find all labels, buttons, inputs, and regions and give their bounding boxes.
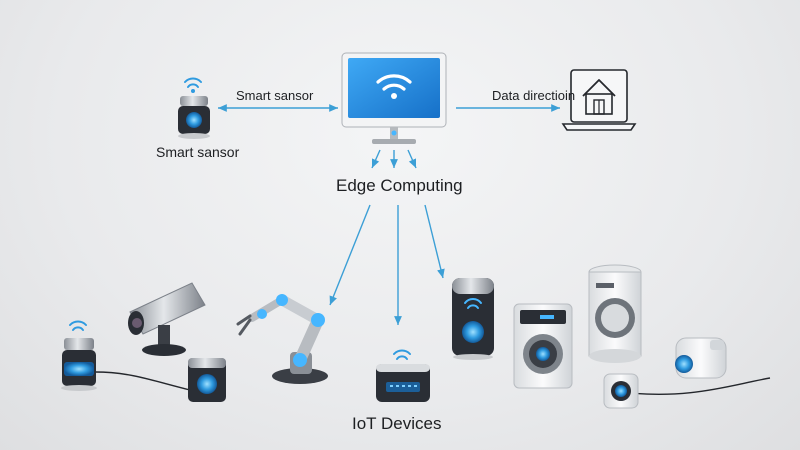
- data-direction-label: Data directioin: [492, 88, 576, 103]
- data-flow-arrows: [218, 104, 560, 325]
- house-laptop-icon: [561, 69, 637, 131]
- wifi-monitor-icon: [341, 52, 447, 144]
- camera-cube-icon: [603, 373, 639, 409]
- sensor-link-label: Smart sansor: [236, 88, 314, 103]
- device-cables: [94, 371, 771, 395]
- smart-sensor-icon: [188, 358, 226, 402]
- security-camera-icon: [128, 282, 206, 356]
- edge-computing-label: Edge Computing: [336, 176, 463, 195]
- smart-sensor-icon: [675, 337, 727, 379]
- iot-devices-label: IoT Devices: [352, 414, 442, 433]
- smart-speaker-icon: [452, 278, 494, 360]
- smart-appliance-icon: [588, 264, 642, 363]
- iot-hub-icon: [376, 349, 430, 402]
- smart-sensor-icon: [61, 320, 97, 391]
- smart-sensor-caption: Smart sansor: [156, 144, 240, 160]
- robot-arm-icon: [236, 294, 328, 384]
- washing-machine-icon: [513, 303, 573, 389]
- smart-sensor-icon: [178, 77, 210, 139]
